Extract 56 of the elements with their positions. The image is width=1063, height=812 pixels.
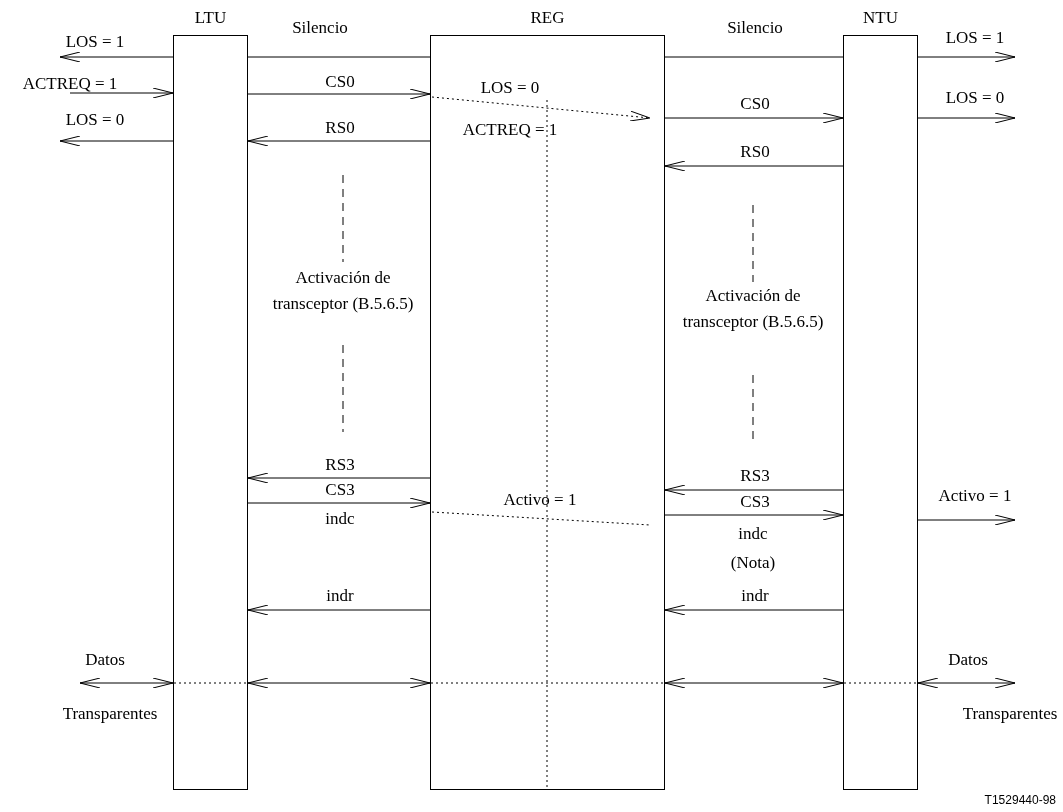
arrow: [917, 514, 1016, 526]
arrow: [247, 677, 431, 689]
edge-label: CS3: [740, 492, 770, 512]
edge-label: RS0: [740, 142, 770, 162]
lifeline-heading: LTU: [194, 8, 227, 28]
signal-label: Transparentes: [62, 704, 158, 724]
arrow: [664, 484, 844, 496]
edge-label: RS0: [325, 118, 355, 138]
edge-label: RS3: [740, 466, 770, 486]
arrow: [664, 604, 844, 616]
edge-label: indr: [326, 586, 354, 606]
arrow: [59, 135, 174, 147]
arrow: [247, 472, 431, 484]
arrow: [664, 112, 844, 124]
note-text: (Nota): [729, 552, 777, 574]
lifeline-heading: NTU: [863, 8, 898, 28]
edge-label: LOS = 0: [945, 88, 1005, 108]
arrow: [664, 677, 844, 689]
arrow: [247, 497, 431, 509]
edge-label: LOS = 1: [65, 32, 125, 52]
lifeline-heading: REG: [530, 8, 565, 28]
edge-label: RS3: [325, 455, 355, 475]
arrow: [917, 51, 1016, 63]
arrow: [247, 135, 431, 147]
arrow: [69, 87, 174, 99]
edge-label: ACTREQ = 1: [22, 74, 118, 94]
note-text: Activación de transceptor (B.5.6.5): [681, 285, 825, 333]
arrow: [664, 160, 844, 172]
edge-label: LOS = 0: [65, 110, 125, 130]
signal-label: Transparentes: [962, 704, 1058, 724]
signal-label: Activo = 1: [503, 490, 577, 510]
edge-label: CS0: [740, 94, 770, 114]
arrow: [664, 509, 844, 521]
signal-label: LOS = 0: [480, 78, 540, 98]
signal-label: indc: [738, 524, 768, 544]
arrow: [59, 51, 174, 63]
figure-code: T1529440-98: [984, 792, 1056, 809]
signal-label: ACTREQ = 1: [462, 120, 558, 140]
note-text: Activación de transceptor (B.5.6.5): [271, 267, 415, 315]
arrow: [247, 604, 431, 616]
edge-label: CS3: [325, 480, 355, 500]
edge-label: Datos: [85, 650, 125, 670]
arrow: [79, 677, 174, 689]
signal-label: indc: [325, 509, 355, 529]
edge-label: LOS = 1: [945, 28, 1005, 48]
arrow: [247, 88, 431, 100]
arrow: [917, 677, 1016, 689]
line: [247, 56, 431, 58]
edge-label: CS0: [325, 72, 355, 92]
line: [664, 56, 844, 58]
edge-label: Activo = 1: [938, 486, 1012, 506]
edge-label: Silencio: [727, 18, 783, 38]
arrow: [917, 112, 1016, 124]
edge-label: indr: [741, 586, 769, 606]
edge-label: Silencio: [292, 18, 348, 38]
edge-label: Datos: [948, 650, 988, 670]
